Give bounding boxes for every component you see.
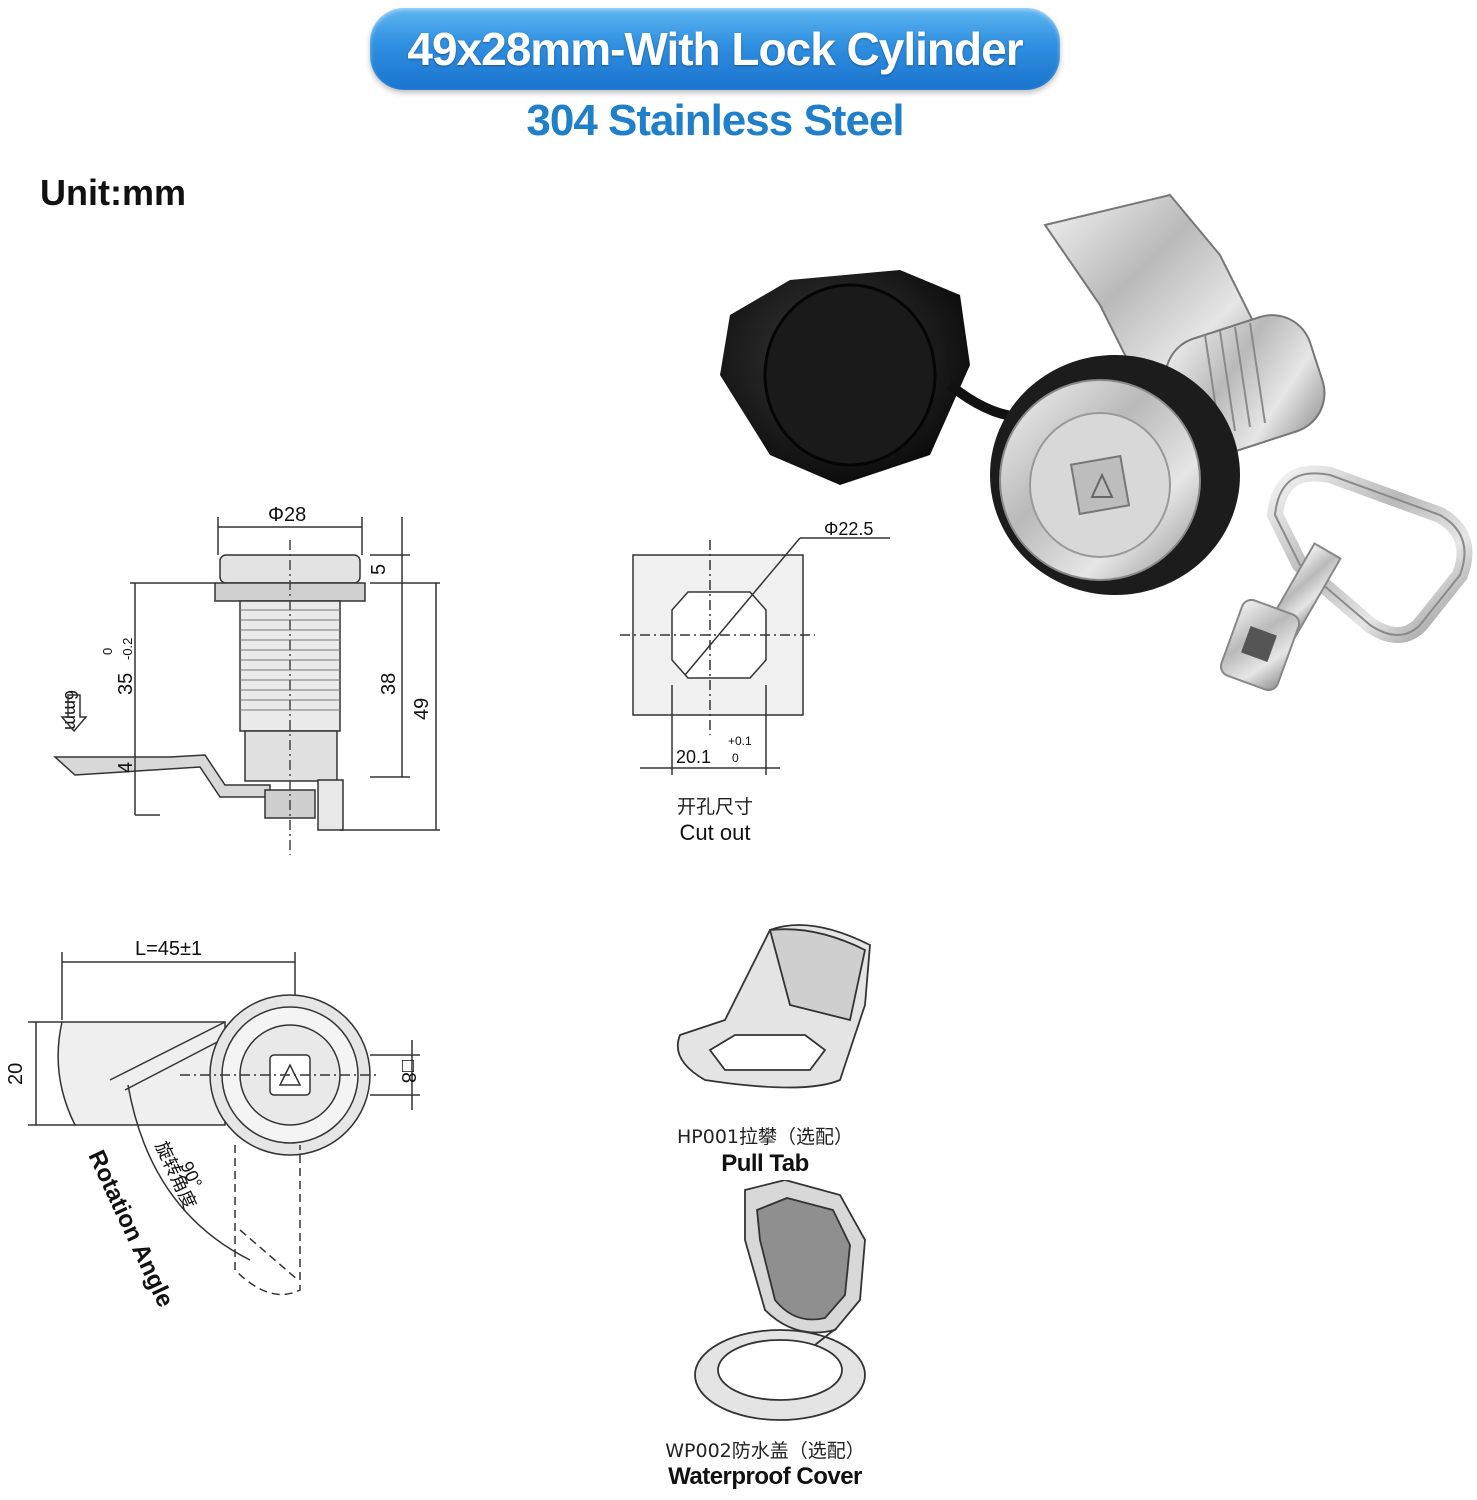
unit-label: Unit:mm [40, 172, 186, 213]
waterproof-cover-illustration [694, 1180, 866, 1421]
dim-square-8: □8 [397, 1060, 419, 1083]
pull-tab-caption-en: Pull Tab [721, 1150, 809, 1177]
waterproof-cap [720, 270, 1042, 485]
dim-5: 5 [368, 564, 390, 575]
cutout-drawing: Φ22.5 20.1 +0.1 0 [620, 519, 890, 775]
dim-35: 35 [115, 673, 137, 695]
dim-35-tol: -0.2 [120, 638, 135, 660]
cutout-diameter: Φ22.5 [824, 519, 873, 539]
dim-4: 4 [115, 762, 137, 773]
dim-38: 38 [378, 673, 400, 695]
subtitle-text: 304 Stainless Steel [526, 96, 904, 145]
cutout-tol-lower: 0 [732, 751, 739, 765]
dim-49: 49 [411, 698, 433, 720]
cutout-width: 20.1 [676, 747, 711, 767]
dim-length: L=45±1 [135, 938, 202, 960]
lock-head [990, 355, 1240, 595]
travel-label: 6mm [61, 690, 81, 730]
dim-height-20: 20 [5, 1063, 27, 1085]
key [1219, 465, 1473, 692]
front-view-drawing: L=45±1 20 □8 90° 旋转角度 Rotation Angle [5, 938, 420, 1310]
product-photo [720, 193, 1473, 692]
pull-tab-illustration [676, 924, 871, 1089]
cover-caption-cn: WP002防水盖（选配） [665, 1440, 865, 1462]
pull-tab-caption-cn: HP001拉攀（选配） [676, 1126, 853, 1148]
cutout-caption-en: Cut out [679, 820, 751, 845]
cutout-tol-upper: +0.1 [728, 734, 752, 748]
title-text: 49x28mm-With Lock Cylinder [407, 23, 1023, 75]
dim-diameter-28: Φ28 [268, 504, 306, 526]
title-banner: 49x28mm-With Lock Cylinder [370, 8, 1060, 90]
cover-caption-en: Waterproof Cover [668, 1463, 862, 1490]
dim-35-tol-upper: 0 [100, 648, 115, 655]
cutout-caption-cn: 开孔尺寸 [676, 796, 753, 818]
travel-arrow-icon [60, 694, 88, 733]
side-view-drawing: Φ28 5 38 49 35 -0.2 0 4 6mm [53, 504, 440, 855]
